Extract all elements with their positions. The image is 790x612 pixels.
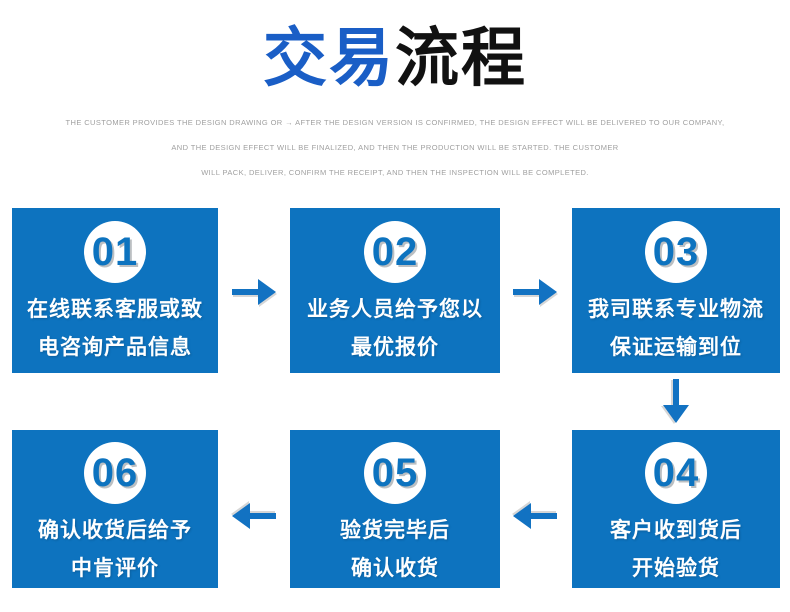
step-number-badge: 06	[84, 442, 146, 504]
arrow-right-icon	[513, 277, 557, 307]
step-number-badge: 03	[645, 221, 707, 283]
step-number: 01	[91, 229, 139, 274]
step-card-01: 01 在线联系客服或致 电咨询产品信息	[12, 208, 218, 373]
subtitle-line-3: WILL PACK, DELIVER, CONFIRM THE RECEIPT,…	[201, 168, 589, 177]
step-number: 03	[652, 229, 700, 274]
step-number: 05	[371, 450, 419, 495]
page-title-blue-part: 交易	[263, 22, 395, 94]
step-number-badge: 01	[84, 221, 146, 283]
step-number: 02	[371, 229, 419, 274]
step-text-line1: 客户收到货后	[610, 519, 742, 542]
step-number-badge: 05	[364, 442, 426, 504]
arrow-down-icon	[661, 379, 691, 423]
arrow-left-icon	[232, 501, 276, 531]
step-card-06: 06 确认收货后给予 中肯评价	[12, 430, 218, 588]
step-text-line2: 开始验货	[632, 557, 720, 580]
step-card-02: 02 业务人员给予您以 最优报价	[290, 208, 500, 373]
subtitle-line-1: THE CUSTOMER PROVIDES THE DESIGN DRAWING…	[65, 118, 725, 127]
step-card-04: 04 客户收到货后 开始验货	[572, 430, 780, 588]
step-card-03: 03 我司联系专业物流 保证运输到位	[572, 208, 780, 373]
step-text-line2: 保证运输到位	[610, 336, 742, 359]
subtitle-line-2: AND THE DESIGN EFFECT WILL BE FINALIZED,…	[171, 143, 619, 152]
step-card-05: 05 验货完毕后 确认收货	[290, 430, 500, 588]
step-text-line2: 电咨询产品信息	[38, 336, 192, 359]
step-text-line1: 确认收货后给予	[38, 519, 192, 542]
page-title-dark-part: 流程	[395, 22, 527, 94]
step-text-line2: 中肯评价	[71, 557, 159, 580]
step-number: 04	[652, 450, 700, 495]
step-text-line2: 确认收货	[351, 557, 439, 580]
step-text-line1: 在线联系客服或致	[27, 298, 203, 321]
arrow-right-icon	[232, 277, 276, 307]
step-number-badge: 02	[364, 221, 426, 283]
step-number: 06	[91, 450, 139, 495]
step-text-line2: 最优报价	[351, 336, 439, 359]
step-text-line1: 业务人员给予您以	[307, 298, 483, 321]
step-text-line1: 我司联系专业物流	[588, 298, 764, 321]
step-text-line1: 验货完毕后	[340, 519, 450, 542]
subtitle-block: THE CUSTOMER PROVIDES THE DESIGN DRAWING…	[0, 110, 790, 185]
page-title: 交易流程	[0, 14, 790, 102]
arrow-left-icon	[513, 501, 557, 531]
step-number-badge: 04	[645, 442, 707, 504]
